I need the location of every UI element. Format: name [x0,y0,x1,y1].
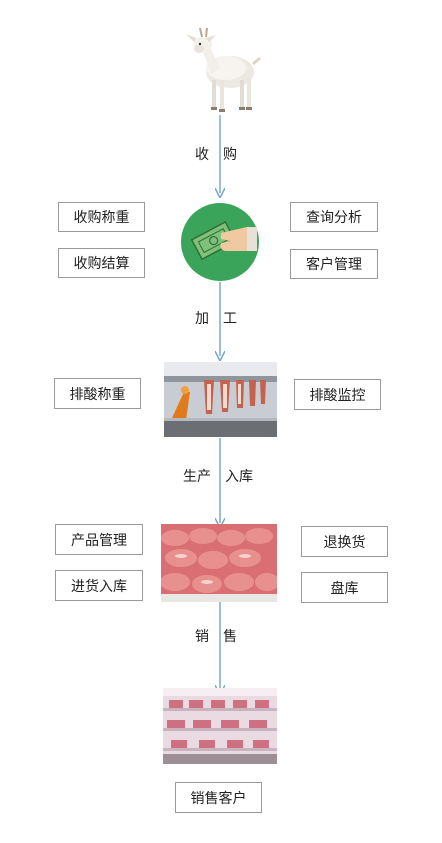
purchase-settle-button[interactable]: 收购结算 [58,248,145,278]
acid-monitor-button[interactable]: 排酸监控 [294,379,381,410]
slaughter-line-image [164,362,277,437]
product-mgmt-button[interactable]: 产品管理 [55,524,143,555]
stage-label-sale: 销 售 [195,629,237,645]
goat-image [176,18,264,114]
query-analysis-button[interactable]: 查询分析 [290,202,378,232]
customer-mgmt-button[interactable]: 客户管理 [290,249,378,279]
payment-icon [181,203,259,281]
purchase-weigh-button[interactable]: 收购称重 [58,202,145,232]
stage-label-process: 加 工 [195,311,237,327]
stage-label-produce: 生产 入库 [183,469,253,485]
meat-tray-image [161,524,277,602]
sales-customer-button[interactable]: 销售客户 [175,782,262,813]
acid-weigh-button[interactable]: 排酸称重 [54,378,141,409]
stock-in-button[interactable]: 进货入库 [55,570,143,601]
inventory-button[interactable]: 盘库 [301,572,388,603]
display-fridge-image [163,688,277,764]
return-exchange-button[interactable]: 退换货 [301,526,388,557]
stage-label-purchase: 收 购 [195,147,237,163]
